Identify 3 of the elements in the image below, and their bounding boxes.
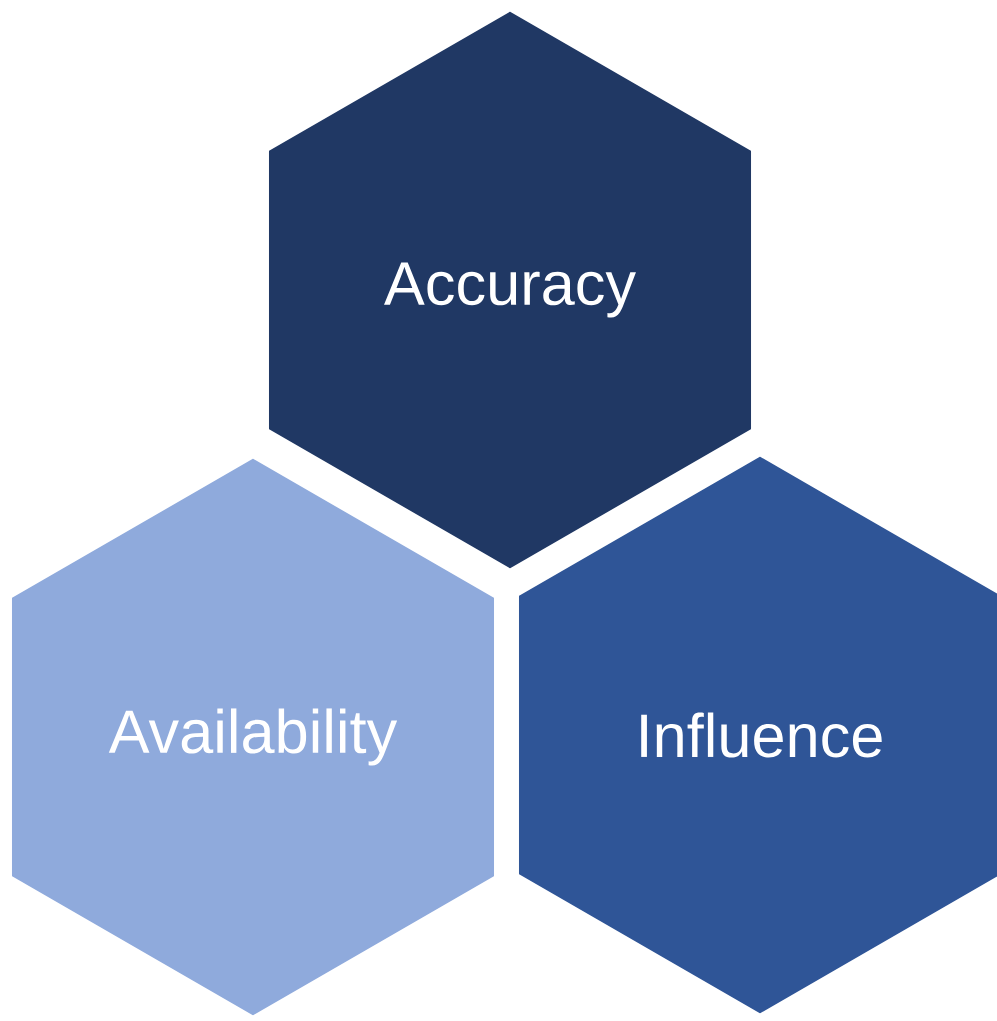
hexagon: Accuracy bbox=[266, 8, 754, 572]
hexagon: Availability bbox=[9, 455, 497, 1019]
hexagon: Influence bbox=[516, 453, 997, 1017]
